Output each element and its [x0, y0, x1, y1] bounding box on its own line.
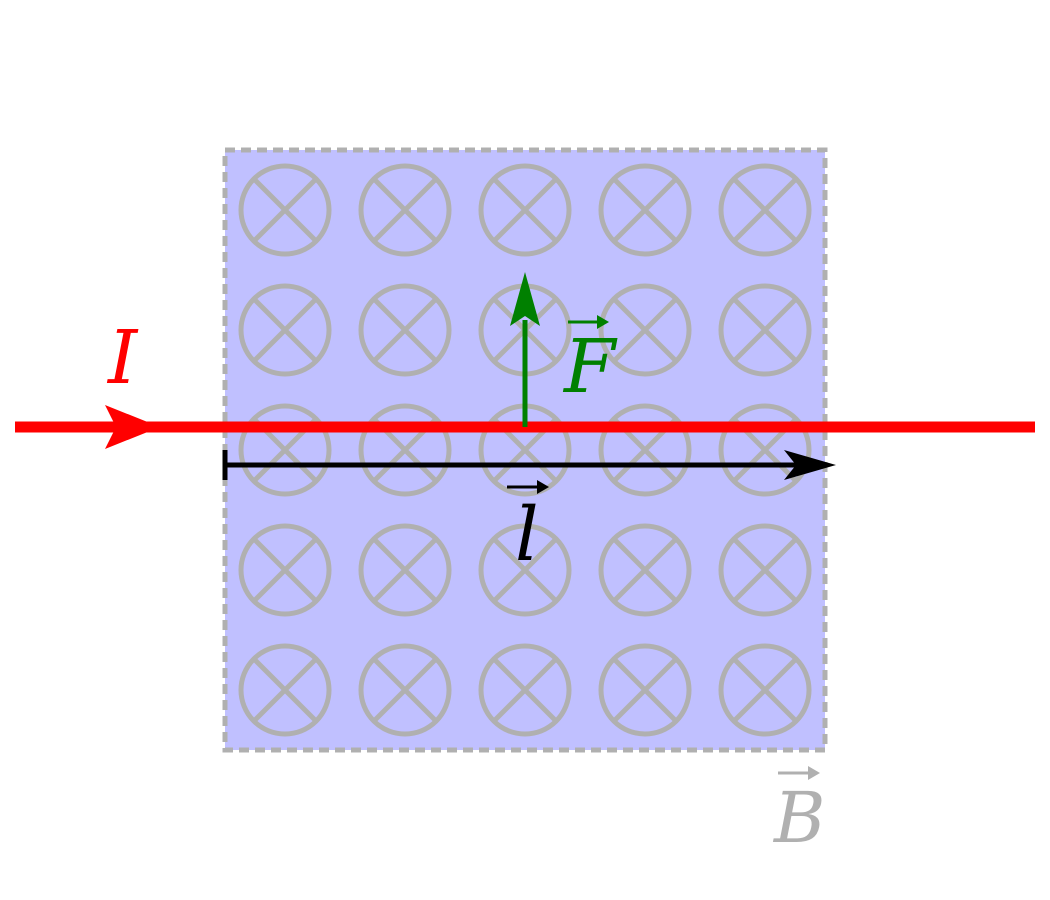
into-page-cross-icon	[598, 643, 692, 737]
field-label-group: B	[772, 766, 825, 859]
into-page-cross-icon	[358, 163, 452, 257]
field-into-page-symbols	[238, 163, 812, 737]
into-page-cross-icon	[718, 283, 812, 377]
force-vector-arrowhead-icon	[510, 272, 540, 326]
into-page-cross-icon	[598, 523, 692, 617]
force-vector	[510, 272, 540, 427]
current-direction-arrowhead-icon	[105, 405, 160, 449]
force-label-vector-arrow-icon	[568, 315, 609, 329]
length-vector-arrowhead-icon	[784, 450, 836, 480]
into-page-cross-icon	[478, 163, 572, 257]
into-page-cross-icon	[358, 283, 452, 377]
into-page-cross-icon	[238, 523, 332, 617]
length-label: l	[515, 492, 539, 578]
length-label-group: l	[507, 480, 549, 578]
into-page-cross-icon	[598, 163, 692, 257]
into-page-cross-icon	[478, 643, 572, 737]
force-label: F	[562, 324, 618, 410]
into-page-cross-icon	[478, 523, 572, 617]
into-page-cross-icon	[358, 643, 452, 737]
into-page-cross-icon	[238, 283, 332, 377]
into-page-cross-icon	[238, 163, 332, 257]
field-label: B	[772, 777, 825, 859]
length-label-vector-arrow-icon	[507, 480, 549, 494]
into-page-cross-icon	[238, 643, 332, 737]
field-label-vector-arrow-icon	[778, 766, 820, 780]
length-vector	[222, 450, 836, 480]
into-page-cross-icon	[598, 283, 692, 377]
into-page-cross-icon	[718, 643, 812, 737]
into-page-cross-icon	[718, 163, 812, 257]
force-label-group: F	[562, 315, 618, 410]
into-page-cross-icon	[358, 523, 452, 617]
into-page-cross-icon	[718, 523, 812, 617]
current-label: I	[106, 315, 139, 401]
